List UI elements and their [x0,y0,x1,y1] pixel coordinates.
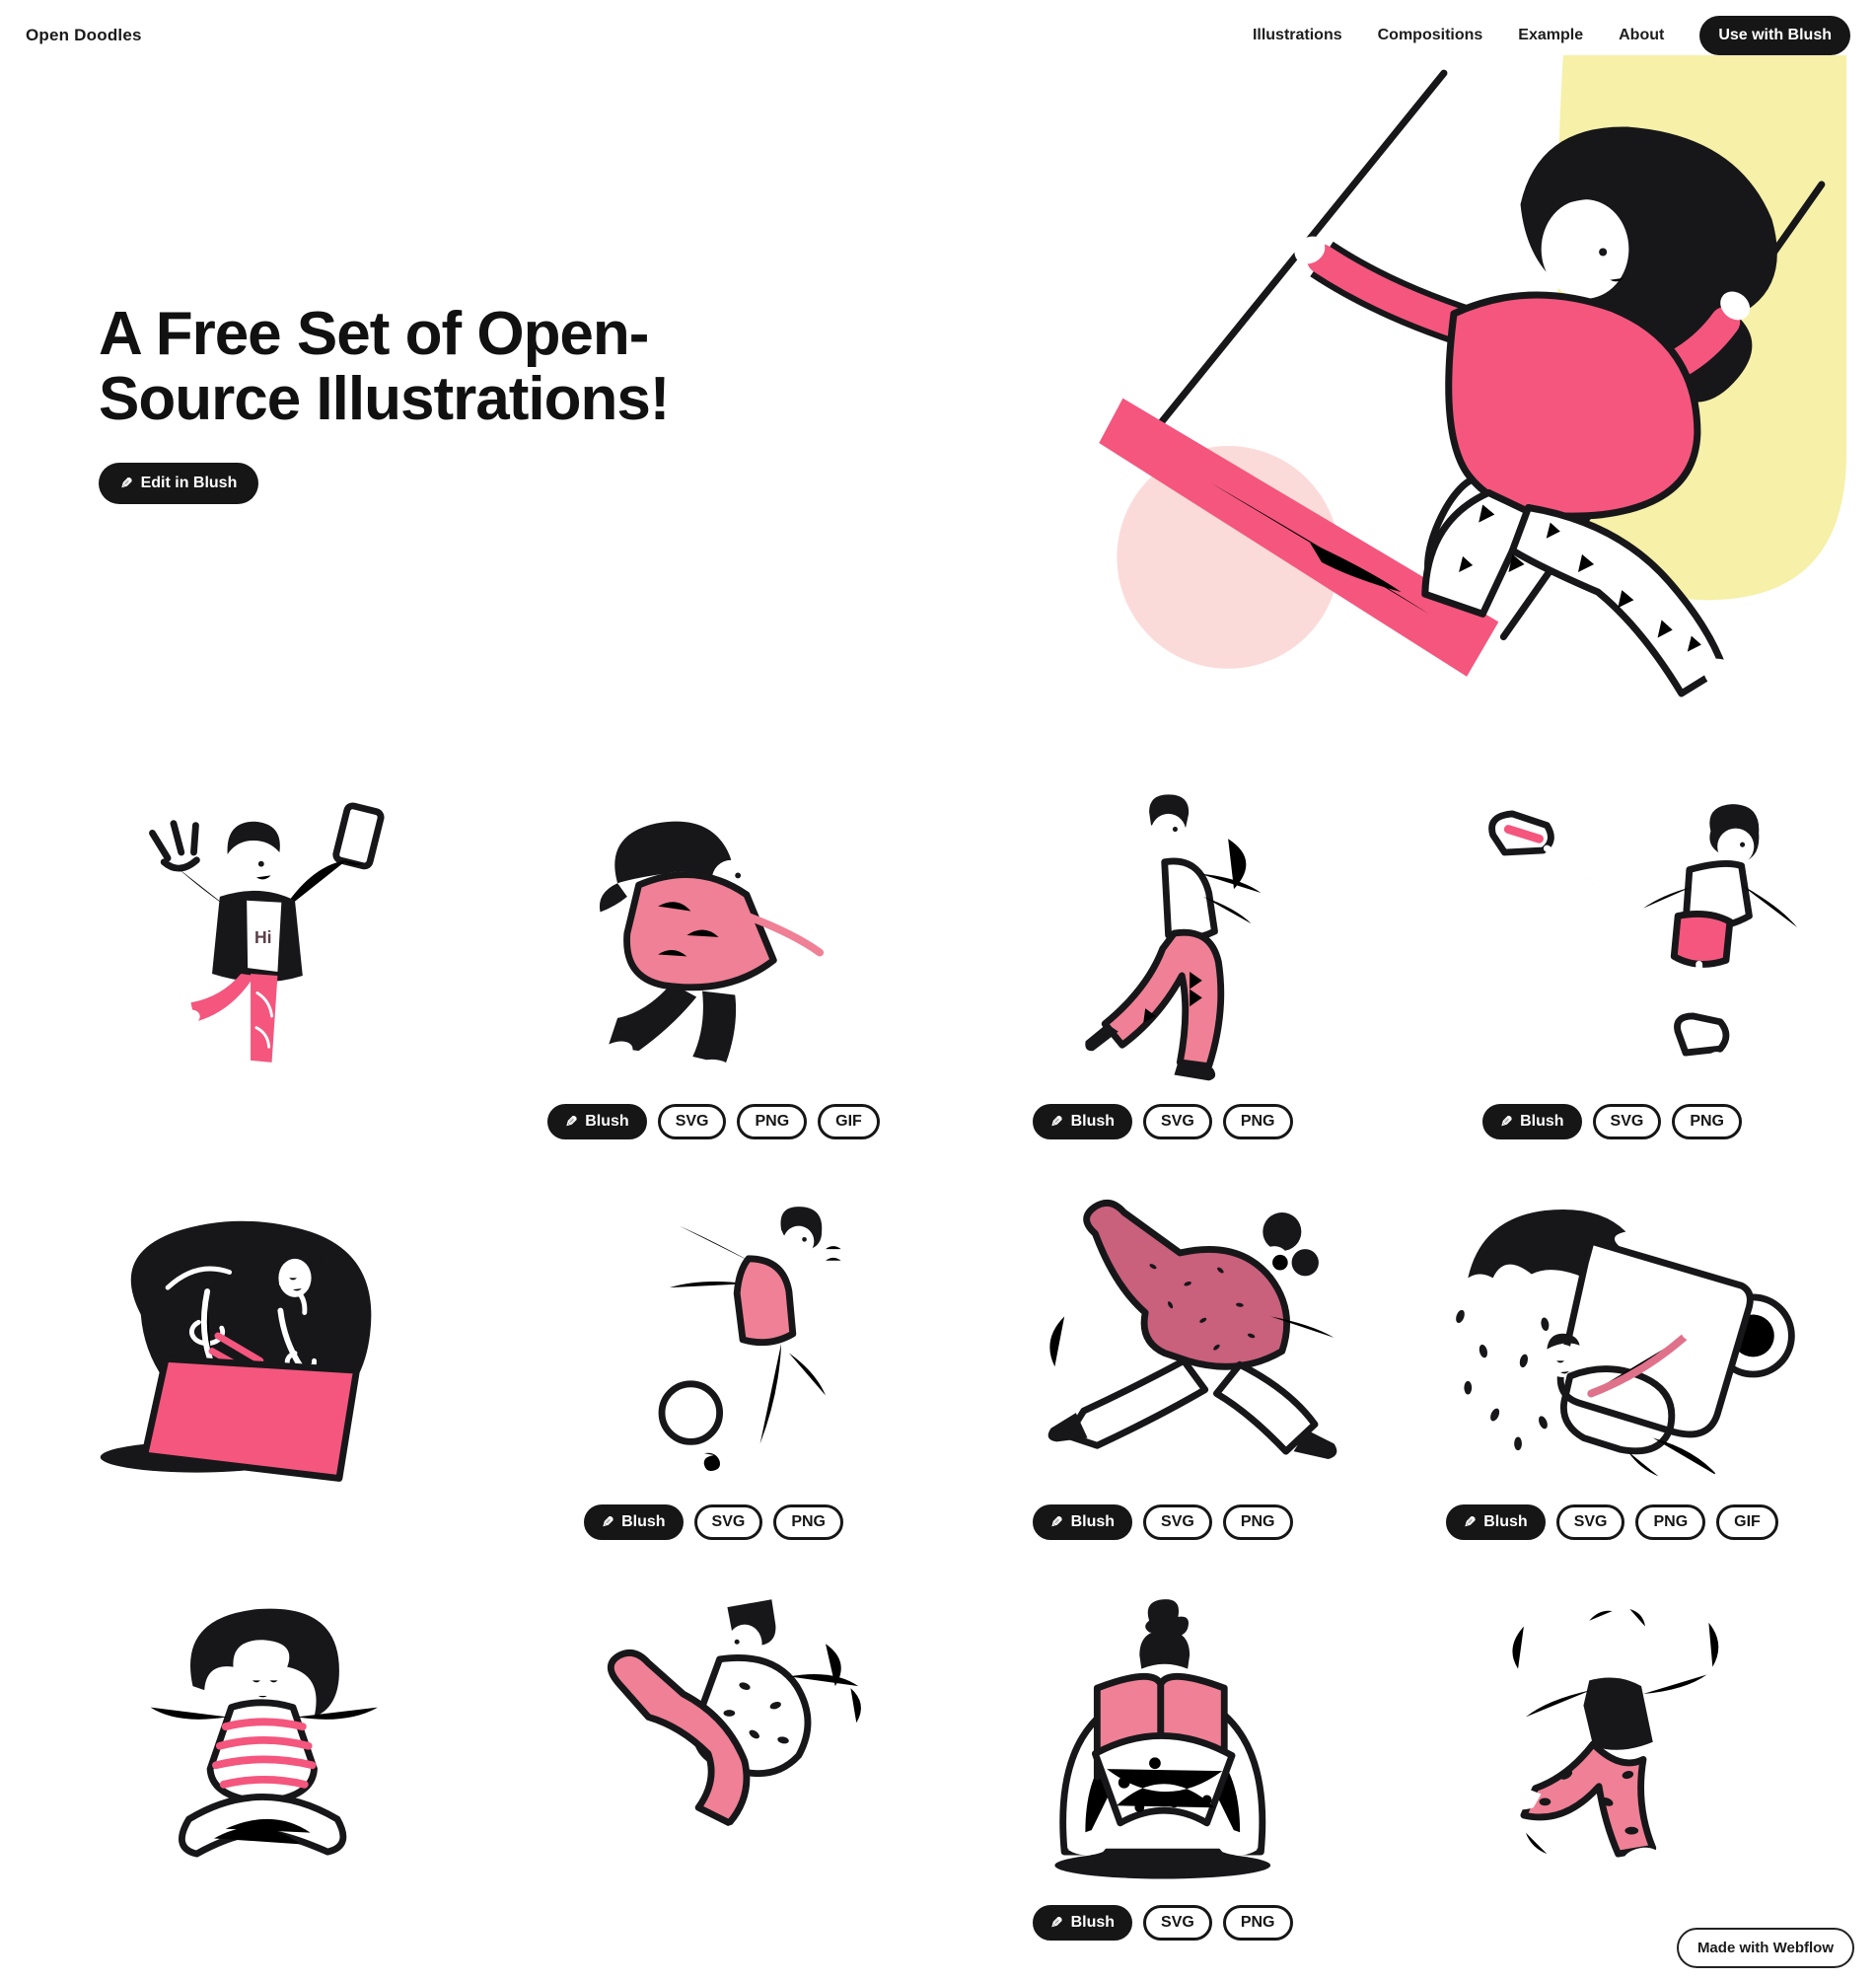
main-nav: Illustrations Compositions Example About… [1253,16,1850,55]
svg-button[interactable]: SVG [693,1504,763,1540]
card-buttons: ✎Blush SVG PNG [1033,1900,1293,1945]
nav-item-illustrations[interactable]: Illustrations [1252,27,1342,43]
illustration-selfie: Hi [47,770,481,1097]
edit-in-blush-button[interactable]: ✎ Edit in Blush [99,463,259,505]
woman-on-swing-illustration [1099,55,1847,705]
blush-button[interactable]: ✎Blush [583,1504,684,1540]
made-with-webflow-badge[interactable]: Made with Webflow [1676,1928,1854,1968]
illustration-card-roller-skating: ✎Blush SVG PNG [1396,770,1830,1144]
use-with-blush-button[interactable]: Use with Blush [1699,16,1850,55]
svg-button[interactable]: SVG [657,1104,727,1139]
pencil-icon: ✎ [601,1513,614,1531]
png-button[interactable]: PNG [1635,1504,1706,1540]
illustration-card-floating [497,1571,931,1945]
pencil-icon: ✎ [1463,1513,1477,1531]
blush-button[interactable]: ✎Blush [1033,1104,1133,1139]
blush-button[interactable]: ✎Blush [1033,1905,1133,1941]
pencil-icon: ✎ [1499,1113,1513,1131]
svg-button[interactable]: SVG [1143,1504,1212,1540]
card-buttons: ✎Blush SVG PNG GIF [546,1099,880,1144]
card-buttons: ✎Blush SVG PNG [1481,1099,1742,1144]
nav-item-compositions[interactable]: Compositions [1377,27,1483,43]
illustration-grid: Hi [0,706,1876,1945]
png-button[interactable]: PNG [1222,1104,1293,1139]
svg-button[interactable]: SVG [1143,1104,1212,1139]
illustration-card-sweeping: ✎Blush SVG PNG GIF [497,770,931,1144]
illustration-card-dancing [1396,1571,1830,1945]
nav-item-example[interactable]: Example [1518,27,1584,43]
blush-button[interactable]: ✎Blush [1033,1504,1133,1540]
svg-button[interactable]: SVG [1143,1905,1212,1941]
png-button[interactable]: PNG [737,1104,808,1139]
illustration-loving-coffee [1396,1170,1830,1498]
pencil-icon: ✎ [1050,1513,1063,1531]
png-button[interactable]: PNG [1222,1504,1293,1540]
pencil-icon: ✎ [1050,1113,1063,1131]
illustration-reading [946,1571,1380,1898]
gif-button[interactable]: GIF [818,1104,880,1139]
png-button[interactable]: PNG [1222,1905,1293,1941]
pencil-icon: ✎ [1050,1914,1063,1932]
illustration-sweeping [497,770,931,1097]
illustration-meditating [47,1571,481,1898]
svg-button[interactable]: SVG [1592,1104,1662,1139]
svg-button[interactable]: SVG [1555,1504,1625,1540]
page-title: A Free Set of Open-Source Illustrations! [99,300,670,433]
logo[interactable]: Open Doodles [26,26,142,44]
illustration-playing-with-shapes [497,1170,931,1498]
illustration-card-selfie: Hi [47,770,481,1144]
hero-section: A Free Set of Open-Source Illustrations!… [0,55,1876,706]
pencil-icon: ✎ [564,1113,578,1131]
illustration-card-meditating [47,1571,481,1945]
illustration-card-running: ✎Blush SVG PNG [946,1170,1380,1545]
blush-button[interactable]: ✎Blush [1481,1104,1582,1139]
illustration-dancing [1396,1571,1830,1898]
top-navbar: Open Doodles Illustrations Compositions … [0,0,1876,55]
nav-item-about[interactable]: About [1619,27,1665,43]
hero-illustration-woman-on-swing [1059,55,1848,705]
illustration-card-dancing-with-scarf: ✎Blush SVG PNG [946,770,1380,1144]
card-buttons: ✎Blush SVG PNG [1033,1500,1293,1545]
gif-button[interactable]: GIF [1716,1504,1778,1540]
illustration-roller-skating [1396,770,1830,1097]
blush-button[interactable]: ✎Blush [1445,1504,1546,1540]
illustration-card-unboxing [47,1170,481,1545]
card-buttons: ✎Blush SVG PNG [1033,1099,1293,1144]
pencil-icon: ✎ [120,475,133,492]
blush-button[interactable]: ✎Blush [546,1104,647,1139]
png-button[interactable]: PNG [1672,1104,1742,1139]
svg-text:Hi: Hi [254,927,272,947]
illustration-dancing-with-scarf [946,770,1380,1097]
illustration-unboxing [47,1170,481,1498]
illustration-running [946,1170,1380,1498]
illustration-floating [497,1571,931,1898]
illustration-card-reading: ✎Blush SVG PNG [946,1571,1380,1945]
png-button[interactable]: PNG [773,1504,843,1540]
